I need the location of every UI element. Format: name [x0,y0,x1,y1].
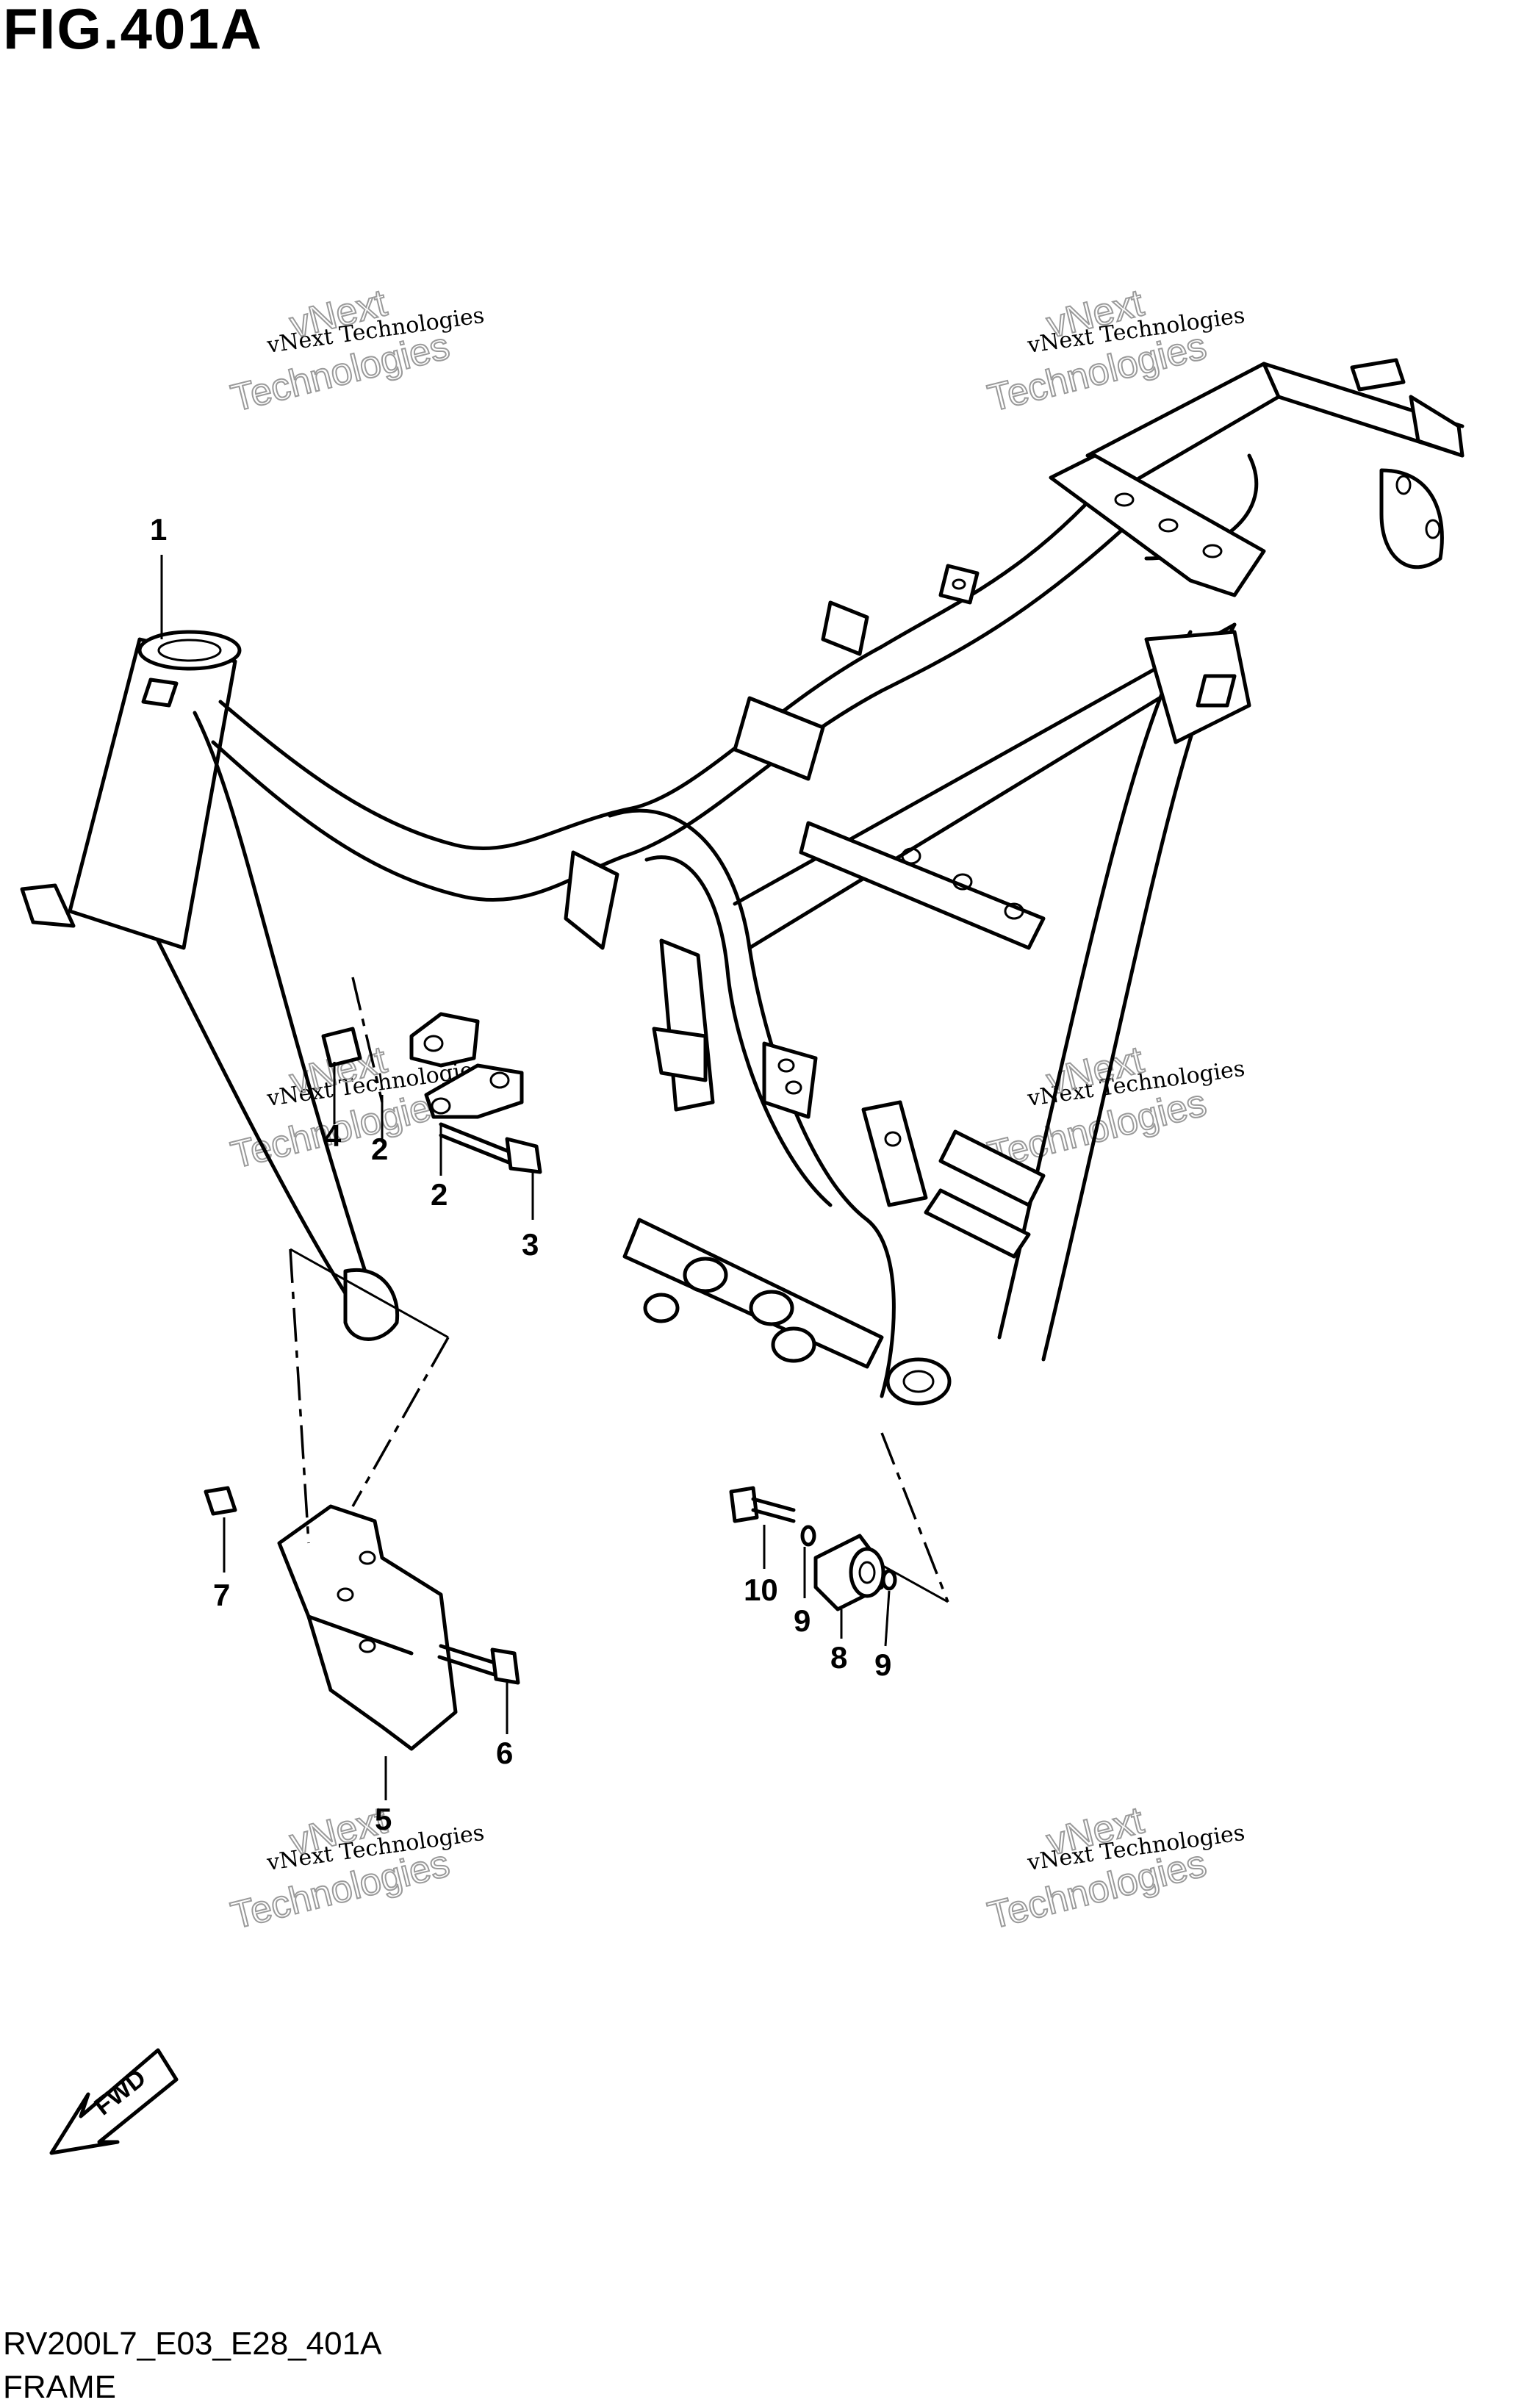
assembly-lines [289,977,949,1603]
washer-9-left [800,1525,816,1547]
bolt-3 [439,1122,542,1174]
callout-10: 10 [744,1573,778,1607]
callout-9a: 9 [794,1603,811,1638]
watermark-mid-right: vNext Technologies Technologies vNext [983,1038,1246,1178]
drawing-code: RV200L7_E03_E28_401A [3,2326,382,2362]
fwd-arrow-icon: FWD [49,2048,179,2155]
callout-6: 6 [496,1736,513,1770]
callout-1: 1 [150,512,167,547]
bushing-8 [813,1534,885,1611]
watermark-top-left: vNext Technologies Technologies vNext [226,281,486,421]
callout-5: 5 [375,1802,392,1836]
nut-7 [204,1486,237,1516]
nut-4 [321,1027,362,1068]
callouts: 1 2 2 3 4 5 6 7 8 9 9 10 [150,512,891,1836]
callout-4: 4 [324,1118,342,1153]
figure-name: FRAME [3,2369,116,2405]
callout-7: 7 [213,1578,230,1612]
callout-leaders [160,555,891,1800]
callout-2a: 2 [371,1132,388,1166]
bolt-10 [729,1486,796,1523]
watermark-bottom-right: vNext Technologies Technologies vNext [983,1798,1246,1938]
callout-3: 3 [522,1227,539,1262]
washer-9-right [881,1569,897,1591]
watermark-bottom-left: vNext Technologies Technologies vNext [226,1798,486,1938]
bolt-6 [437,1644,520,1685]
engine-mount-plate-5 [277,1504,458,1751]
callout-2b: 2 [431,1177,448,1212]
callout-8: 8 [830,1640,847,1675]
callout-9b: 9 [874,1647,891,1682]
figure-title: FIG.401A [3,0,264,61]
engine-bracket-2 [409,1012,524,1119]
main-frame [20,358,1465,1406]
watermark-top-right: vNext Technologies Technologies vNext [983,281,1246,421]
